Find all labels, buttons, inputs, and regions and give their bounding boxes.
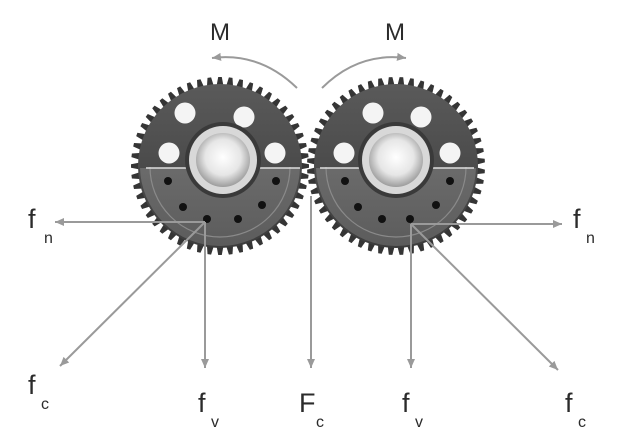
- gear-right: [307, 77, 485, 255]
- gear-right-bolt-hole: [378, 215, 386, 223]
- label-fc-right: f c: [565, 388, 586, 431]
- label-fn-right: f n: [573, 204, 595, 247]
- svg-text:f: f: [573, 204, 581, 234]
- gear-right-lightening-hole: [362, 102, 384, 124]
- svg-text:n: n: [44, 230, 53, 247]
- gear-right-bore: [369, 133, 423, 187]
- moment-arc-right: [321, 52, 407, 89]
- gear-right-lower-face: [316, 168, 476, 246]
- gear-left-bolt-hole: [234, 215, 242, 223]
- svg-text:v: v: [415, 414, 423, 431]
- gear-left-bolt-hole: [179, 203, 187, 211]
- forces-right: [407, 220, 562, 371]
- label-fn-left: f n: [28, 204, 53, 247]
- gear-left-bore: [196, 133, 250, 187]
- svg-text:f: f: [198, 388, 206, 418]
- label-fv-left: f v: [198, 388, 219, 431]
- gear-right-lightening-hole: [333, 142, 355, 164]
- gear-left-lightening-hole: [264, 142, 286, 164]
- gear-left-lightening-hole: [158, 142, 180, 164]
- moment-label-left: M: [210, 19, 230, 46]
- gear-right-lightening-hole: [439, 142, 461, 164]
- gear-left-lower-face: [140, 168, 300, 246]
- gear-right-bolt-hole: [354, 203, 362, 211]
- gear-right-bolt-hole: [446, 177, 454, 185]
- gear-left-holes: [158, 102, 286, 223]
- arrow-fc-right: [410, 223, 559, 371]
- svg-text:F: F: [299, 388, 316, 418]
- forces-left: [55, 218, 209, 368]
- gear-right-holes: [333, 102, 461, 223]
- gear-left-bolt-hole: [272, 177, 280, 185]
- svg-text:f: f: [28, 370, 36, 400]
- svg-text:n: n: [586, 230, 595, 247]
- gear-right-groove: [325, 166, 467, 238]
- svg-text:v: v: [211, 414, 219, 431]
- svg-text:c: c: [316, 414, 324, 431]
- svg-text:f: f: [28, 204, 36, 234]
- svg-text:f: f: [402, 388, 410, 418]
- gear-right-bolt-hole: [341, 177, 349, 185]
- gear-left: [131, 77, 309, 255]
- gear-left-lightening-hole: [233, 106, 255, 128]
- moment-arc-left: [211, 52, 298, 89]
- svg-text:c: c: [41, 396, 49, 413]
- label-fv-right: f v: [402, 388, 423, 431]
- gear-left-bolt-hole: [258, 201, 266, 209]
- label-fc-left: f c: [28, 370, 49, 413]
- gear-right-lightening-hole: [410, 106, 432, 128]
- svg-text:f: f: [565, 388, 573, 418]
- gear-left-groove: [149, 166, 291, 238]
- svg-text:c: c: [578, 414, 586, 431]
- gear-right-bolt-hole: [406, 215, 414, 223]
- gear-left-lightening-hole: [174, 102, 196, 124]
- label-Fc-center: F c: [299, 388, 324, 431]
- moment-right: M: [321, 19, 407, 89]
- moment-label-right: M: [385, 19, 405, 46]
- gear-left-bolt-hole: [164, 177, 172, 185]
- arrow-fc-left: [59, 221, 206, 367]
- moment-left: M: [210, 19, 298, 89]
- gear-right-bolt-hole: [432, 201, 440, 209]
